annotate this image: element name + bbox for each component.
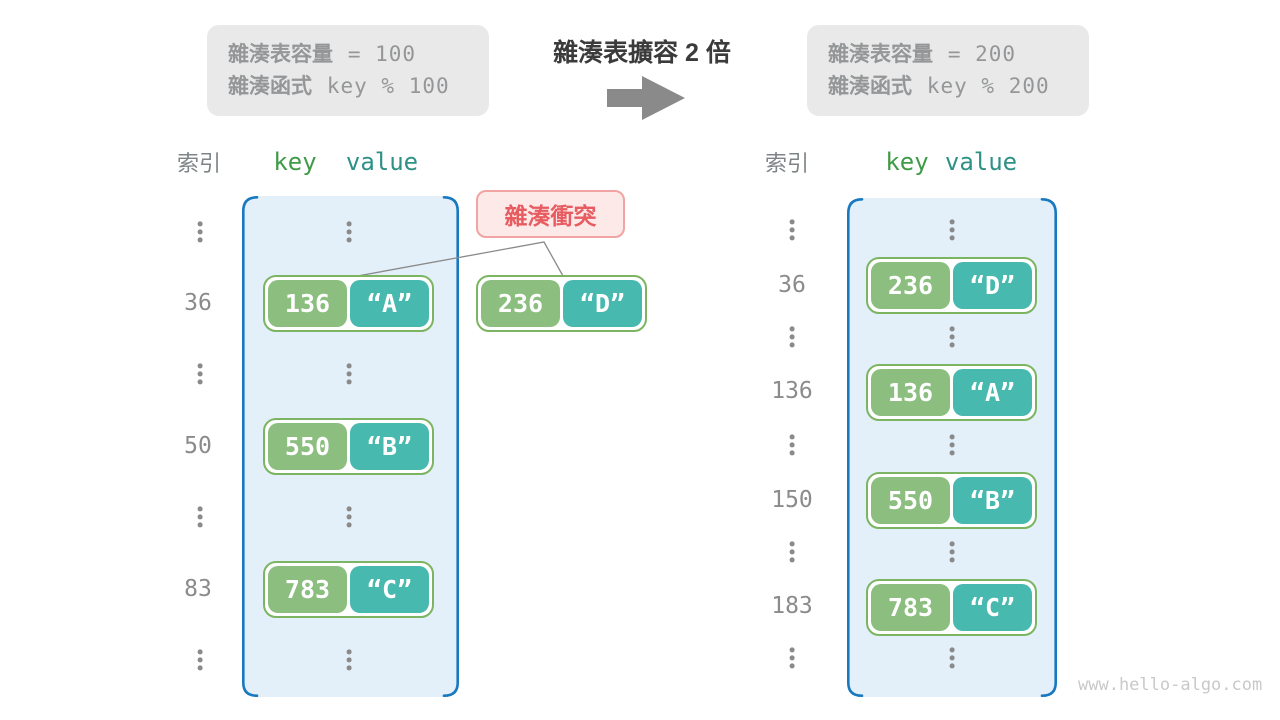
capacity-line: 雜湊表容量 = 100	[228, 42, 489, 67]
hash-fn-value: key % 100	[326, 73, 450, 98]
expand-arrow-icon	[607, 76, 685, 120]
kv-pair: 783 “C”	[263, 561, 434, 618]
value-header: value	[944, 148, 1018, 176]
kv-pair: 236 “D”	[866, 257, 1037, 314]
key-cell: 236	[481, 280, 560, 327]
ellipsis-dots	[789, 434, 795, 456]
key-header: key	[885, 148, 929, 176]
capacity-line: 雜湊表容量 = 200	[828, 42, 1089, 67]
hash-fn-label: 雜湊函式	[828, 74, 912, 98]
ellipsis-dots	[789, 326, 795, 348]
key-cell: 236	[871, 262, 950, 309]
key-cell: 136	[871, 369, 950, 416]
kv-pair: 136 “A”	[263, 275, 434, 332]
ellipsis-dots	[197, 363, 203, 385]
collision-callout: 雜湊衝突	[476, 190, 625, 238]
key-cell: 550	[268, 423, 347, 470]
hash-fn-value: key % 200	[926, 73, 1050, 98]
collision-pair: 236 “D”	[476, 275, 647, 332]
capacity-label: 雜湊表容量	[828, 43, 933, 67]
index-label: 83	[184, 576, 212, 602]
value-cell: “C”	[350, 566, 429, 613]
kv-pair: 550 “B”	[263, 418, 434, 475]
ellipsis-dots	[949, 541, 955, 563]
index-header: 索引	[176, 151, 222, 176]
key-cell: 783	[871, 584, 950, 631]
capacity-box-before: 雜湊表容量 = 100 雜湊函式 key % 100	[207, 25, 489, 116]
ellipsis-dots	[949, 219, 955, 241]
ellipsis-dots	[789, 541, 795, 563]
value-cell: “B”	[350, 423, 429, 470]
value-cell: “D”	[953, 262, 1032, 309]
value-header: value	[345, 148, 419, 176]
index-label: 50	[184, 433, 212, 459]
ellipsis-dots	[949, 647, 955, 669]
hash-fn-label: 雜湊函式	[228, 74, 312, 98]
ellipsis-dots	[197, 221, 203, 243]
kv-pair: 550 “B”	[866, 472, 1037, 529]
value-cell: “A”	[350, 280, 429, 327]
ellipsis-dots	[197, 506, 203, 528]
index-label: 183	[771, 593, 813, 619]
ellipsis-dots	[789, 647, 795, 669]
ellipsis-dots	[346, 649, 352, 671]
value-cell: “D”	[563, 280, 642, 327]
kv-pair: 136 “A”	[866, 364, 1037, 421]
value-cell: “A”	[953, 369, 1032, 416]
key-header: key	[273, 148, 317, 176]
index-header: 索引	[764, 151, 810, 176]
index-label: 136	[771, 378, 813, 404]
ellipsis-dots	[346, 363, 352, 385]
hash-fn-line: 雜湊函式 key % 100	[228, 74, 489, 99]
ellipsis-dots	[346, 506, 352, 528]
watermark: www.hello-algo.com	[1078, 675, 1263, 695]
kv-pair: 783 “C”	[866, 579, 1037, 636]
ellipsis-dots	[949, 326, 955, 348]
capacity-label: 雜湊表容量	[228, 43, 333, 67]
hash-fn-line: 雜湊函式 key % 200	[828, 74, 1089, 99]
ellipsis-dots	[197, 649, 203, 671]
value-cell: “B”	[953, 477, 1032, 524]
key-cell: 550	[871, 477, 950, 524]
key-cell: 783	[268, 566, 347, 613]
key-cell: 136	[268, 280, 347, 327]
ellipsis-dots	[949, 434, 955, 456]
ellipsis-dots	[346, 221, 352, 243]
index-label: 36	[184, 290, 212, 316]
index-label: 150	[771, 487, 813, 513]
capacity-value: = 200	[947, 42, 1017, 67]
capacity-box-after: 雜湊表容量 = 200 雜湊函式 key % 200	[807, 25, 1089, 116]
value-cell: “C”	[953, 584, 1032, 631]
expand-title: 雜湊表擴容 2 倍	[553, 39, 731, 67]
capacity-value: = 100	[347, 42, 417, 67]
ellipsis-dots	[789, 219, 795, 241]
index-label: 36	[778, 272, 806, 298]
